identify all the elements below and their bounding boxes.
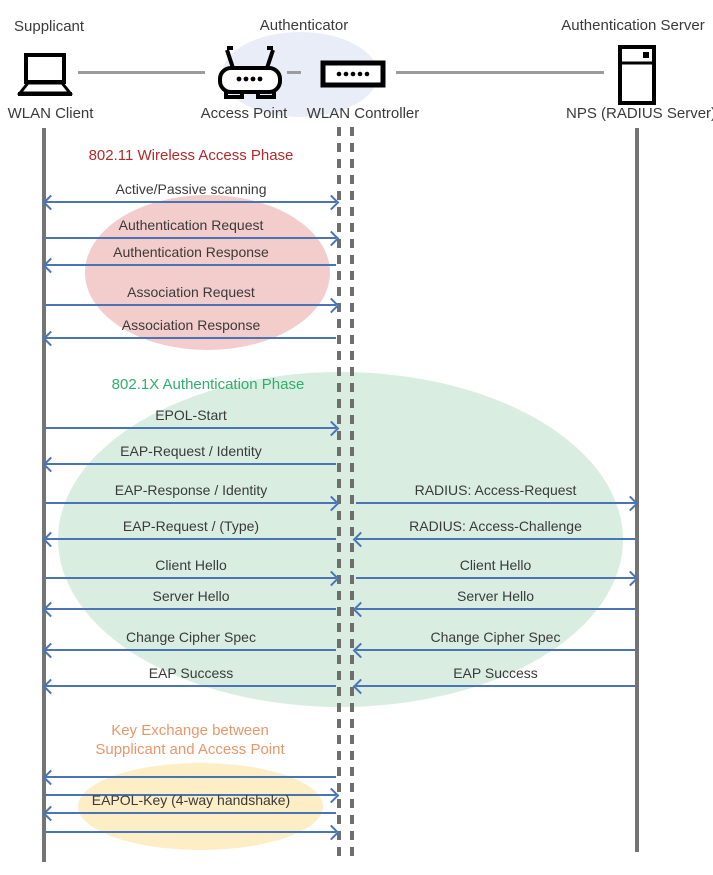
access-point-icon xyxy=(212,46,288,107)
connector-line xyxy=(287,71,301,74)
message-arrow xyxy=(46,608,336,610)
group-title-auth-server: Authentication Server xyxy=(561,17,705,34)
actor-label-wlan-controller: WLAN Controller xyxy=(306,105,420,122)
message-label: Server Hello xyxy=(456,588,535,604)
message-arrow xyxy=(356,577,635,579)
message-arrow xyxy=(46,538,336,540)
message-label: Change Cipher Spec xyxy=(126,629,256,645)
message-label: Client Hello xyxy=(459,557,532,573)
group-title-authenticator: Authenticator xyxy=(259,17,349,34)
wlan-controller-icon xyxy=(320,60,386,93)
phase-title-key-exchange: Key Exchange between Supplicant and Acce… xyxy=(95,722,285,758)
message-label: Active/Passive scanning xyxy=(115,181,267,197)
message-arrow xyxy=(46,776,336,778)
message-arrow xyxy=(46,201,336,203)
phase-ellipse-wireless-access xyxy=(85,195,330,350)
lifeline-access-point-dashed xyxy=(337,127,341,860)
message-label: EAP Success xyxy=(453,665,538,681)
phase-title-wireless-access: 802.11 Wireless Access Phase xyxy=(88,147,294,164)
message-label: Association Request xyxy=(127,284,255,300)
message-arrow xyxy=(46,337,336,339)
message-label: Association Response xyxy=(121,317,261,333)
message-label: Server Hello xyxy=(152,588,230,604)
lifeline-wlan-controller-dashed xyxy=(350,127,354,860)
message-label: Authentication Response xyxy=(113,244,269,260)
message-arrow xyxy=(356,538,635,540)
group-title-supplicant: Supplicant xyxy=(14,18,85,35)
message-arrow xyxy=(46,794,336,796)
message-label: Client Hello xyxy=(155,557,227,573)
message-label: RADIUS: Access-Request xyxy=(414,482,577,498)
message-label: EAP Success xyxy=(148,665,234,681)
message-label: Authentication Request xyxy=(118,217,264,233)
message-arrow xyxy=(46,502,336,504)
message-arrow xyxy=(46,304,336,306)
message-arrow xyxy=(46,237,336,239)
message-label: EAP-Response / Identity xyxy=(114,482,268,498)
message-arrow xyxy=(46,463,336,465)
message-arrow xyxy=(356,649,635,651)
message-arrow xyxy=(46,649,336,651)
connector-line xyxy=(396,71,604,74)
phase-title-authentication: 802.1X Authentication Phase xyxy=(111,376,305,393)
message-arrow xyxy=(46,264,336,266)
message-label: EAP-Request / Identity xyxy=(120,443,262,459)
message-arrow xyxy=(46,577,336,579)
message-arrow xyxy=(46,427,336,429)
message-label: EAPOL-Key (4-way handshake) xyxy=(91,792,291,808)
server-icon xyxy=(617,44,657,111)
message-arrow xyxy=(46,831,336,833)
actor-label-nps: NPS (RADIUS Server) xyxy=(566,105,713,122)
message-arrow xyxy=(356,685,635,687)
lifeline-supplicant xyxy=(42,128,46,862)
message-label: RADIUS: Access-Challenge xyxy=(409,518,582,534)
message-arrow xyxy=(46,685,336,687)
laptop-icon xyxy=(14,52,74,105)
message-arrow xyxy=(356,502,635,504)
actor-label-access-point: Access Point xyxy=(200,105,288,122)
message-label: EAP-Request / (Type) xyxy=(122,518,260,534)
message-label: EPOL-Start xyxy=(155,407,227,423)
message-arrow xyxy=(356,608,635,610)
actor-label-wlan-client: WLAN Client xyxy=(7,105,94,122)
connector-line xyxy=(78,71,205,74)
lifeline-auth-server xyxy=(635,128,639,852)
message-arrow xyxy=(46,812,336,814)
message-label: Change Cipher Spec xyxy=(430,629,561,645)
